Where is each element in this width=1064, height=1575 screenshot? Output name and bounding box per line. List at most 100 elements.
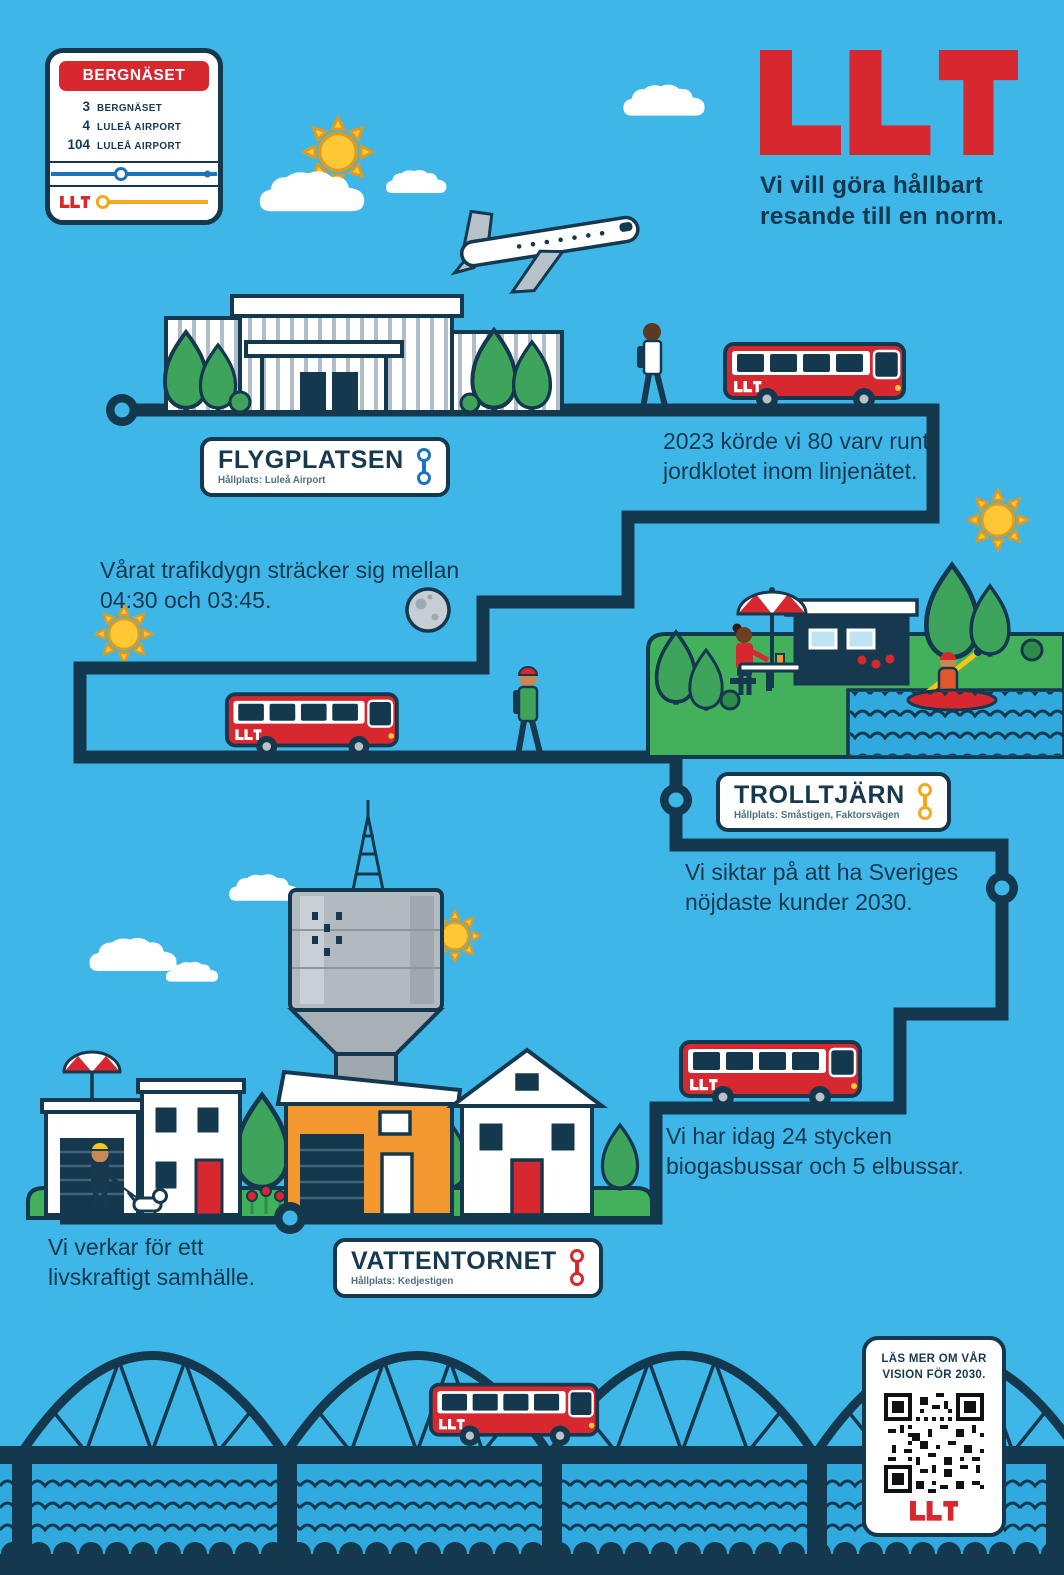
- route-stop-dot: [113, 167, 128, 181]
- stop-label-trolltjarn: TROLLTJÄRN Hållplats: Småstigen, Faktors…: [716, 772, 951, 832]
- bus-line-row: 104 LULEÅ AIRPORT: [60, 136, 208, 155]
- bus-line-number: 3: [82, 99, 90, 114]
- vision-text-line-1: LÄS MER OM VÅR: [881, 1353, 987, 1365]
- tagline: Vi vill göra hållbart resande till en no…: [760, 171, 1022, 233]
- tree: [926, 565, 977, 661]
- bus-line-number: 4: [82, 118, 90, 133]
- llt-logo-small: [910, 1501, 958, 1521]
- stop-subtitle: Hållplats: Luleå Airport: [218, 475, 326, 486]
- cloud: [259, 171, 365, 212]
- bus-line-row: 4 LULEÅ AIRPORT: [60, 117, 208, 136]
- tagline-line-1: Vi vill göra hållbart: [760, 172, 983, 200]
- tree: [969, 584, 1011, 659]
- cloud: [623, 84, 705, 116]
- mini-route-dot: [917, 783, 932, 797]
- bus-illustration: [431, 1385, 597, 1446]
- mini-route-icon: [414, 447, 434, 486]
- route-stop-dot: [95, 195, 110, 210]
- qr-code: [884, 1393, 984, 1494]
- route-line: [60, 403, 1009, 1225]
- stop-text: FLYGPLATSEN Hållplats: Luleå Airport: [218, 447, 404, 486]
- flowers: [246, 1185, 286, 1214]
- sun-icon: [966, 488, 1030, 552]
- person-hiking: [513, 666, 543, 756]
- stop-subtitle: Hållplats: Kedjestigen: [351, 1276, 454, 1287]
- fact-text-3: Vi siktar på att ha Sveriges nöjdaste ku…: [685, 859, 959, 915]
- llt-logo-small: [60, 196, 90, 209]
- bush: [1020, 638, 1044, 662]
- tree: [600, 1123, 640, 1193]
- cloud: [89, 937, 177, 971]
- airport-scene: [162, 294, 668, 414]
- sign-route-graphic: [50, 161, 218, 187]
- mini-route-dot: [416, 448, 431, 462]
- mini-route-line: [922, 784, 927, 819]
- stop-name: FLYGPLATSEN: [218, 446, 404, 474]
- cloud: [386, 169, 447, 193]
- route-node: [274, 1202, 306, 1234]
- bus-line-destination: LULEÅ AIRPORT: [97, 141, 182, 152]
- bus-stop-sign: BERGNÄSET 3 BERGNÄSET 4 LULEÅ AIRPORT 10…: [45, 48, 223, 226]
- stop-text: TROLLTJÄRN Hållplats: Småstigen, Faktors…: [734, 782, 905, 821]
- stop-name: TROLLTJÄRN: [734, 781, 905, 809]
- mini-route-dot: [416, 471, 431, 485]
- sky-decorations: [89, 84, 1030, 982]
- llt-logo: [760, 50, 1018, 156]
- water-bottom: [0, 1554, 1064, 1575]
- airplane-illustration: [450, 209, 640, 294]
- route-line-blue: [51, 167, 217, 181]
- mini-route-icon: [567, 1248, 587, 1287]
- route-node: [106, 394, 138, 426]
- water-tower-scene: [26, 800, 654, 1220]
- bus-line-destination: LULEÅ AIRPORT: [97, 122, 182, 133]
- route-node: [660, 784, 692, 816]
- fact-text-2: Vårat trafikdygn sträcker sig mellan 04:…: [100, 557, 460, 613]
- vision-text-line-2: VISION FÖR 2030.: [882, 1368, 986, 1381]
- bus-line-destination: BERGNÄSET: [97, 103, 163, 114]
- trolltjarn-scene: [646, 565, 1064, 759]
- mini-route-line: [574, 1250, 579, 1285]
- brand-block: Vi vill göra hållbart resande till en no…: [760, 50, 1022, 233]
- stop-text: VATTENTORNET Hållplats: Kedjestigen: [351, 1248, 557, 1287]
- person-dog-walker: [89, 1141, 168, 1216]
- stop-label-flygplatsen: FLYGPLATSEN Hållplats: Luleå Airport: [200, 437, 450, 497]
- orange-house: [275, 1069, 463, 1217]
- person-walking: [637, 323, 668, 409]
- white-house: [136, 1078, 246, 1217]
- fact-text-4: Vi har idag 24 stycken biogasbussar och …: [666, 1123, 964, 1179]
- tagline-line-2: resande till en norm.: [760, 203, 1004, 231]
- bush: [228, 390, 252, 414]
- picnic-table: [738, 653, 802, 691]
- bus-illustration: [227, 694, 397, 757]
- stop-label-vattentornet: VATTENTORNET Hållplats: Kedjestigen: [333, 1238, 603, 1298]
- moon-icon: [405, 587, 451, 633]
- route-line-yellow: [95, 195, 208, 210]
- bus-line-list: 3 BERGNÄSET 4 LULEÅ AIRPORT 104 LULEÅ AI…: [50, 91, 218, 161]
- vision-card: LÄS MER OM VÅR VISION FÖR 2030.: [862, 1336, 1006, 1537]
- bus-illustration: [725, 344, 904, 410]
- bush: [459, 392, 481, 414]
- mini-route-dot: [569, 1249, 584, 1263]
- tree: [236, 1095, 287, 1191]
- bus-illustration: [681, 1042, 860, 1108]
- bridge-deck: [0, 1446, 1064, 1464]
- vision-text: LÄS MER OM VÅR VISION FÖR 2030.: [874, 1352, 994, 1383]
- bus-line-number: 104: [67, 137, 90, 152]
- gable-house: [445, 1047, 609, 1217]
- stop-name: VATTENTORNET: [351, 1247, 557, 1275]
- stop-subtitle: Hållplats: Småstigen, Faktorsvägen: [734, 810, 900, 821]
- mini-route-line: [421, 449, 426, 484]
- mini-route-dot: [917, 806, 932, 820]
- route-end-dot: [204, 170, 211, 178]
- fact-text-1: 2023 körde vi 80 varv runt jordklotet in…: [663, 428, 929, 484]
- bus-line-row: 3 BERGNÄSET: [60, 98, 208, 117]
- bus-stop-sign-title: BERGNÄSET: [59, 61, 209, 91]
- route-node: [986, 872, 1018, 904]
- bush: [719, 689, 741, 711]
- mini-route-icon: [915, 782, 935, 821]
- mini-route-dot: [569, 1272, 584, 1286]
- pond-waves: [850, 692, 1063, 755]
- sign-footer: [50, 187, 218, 210]
